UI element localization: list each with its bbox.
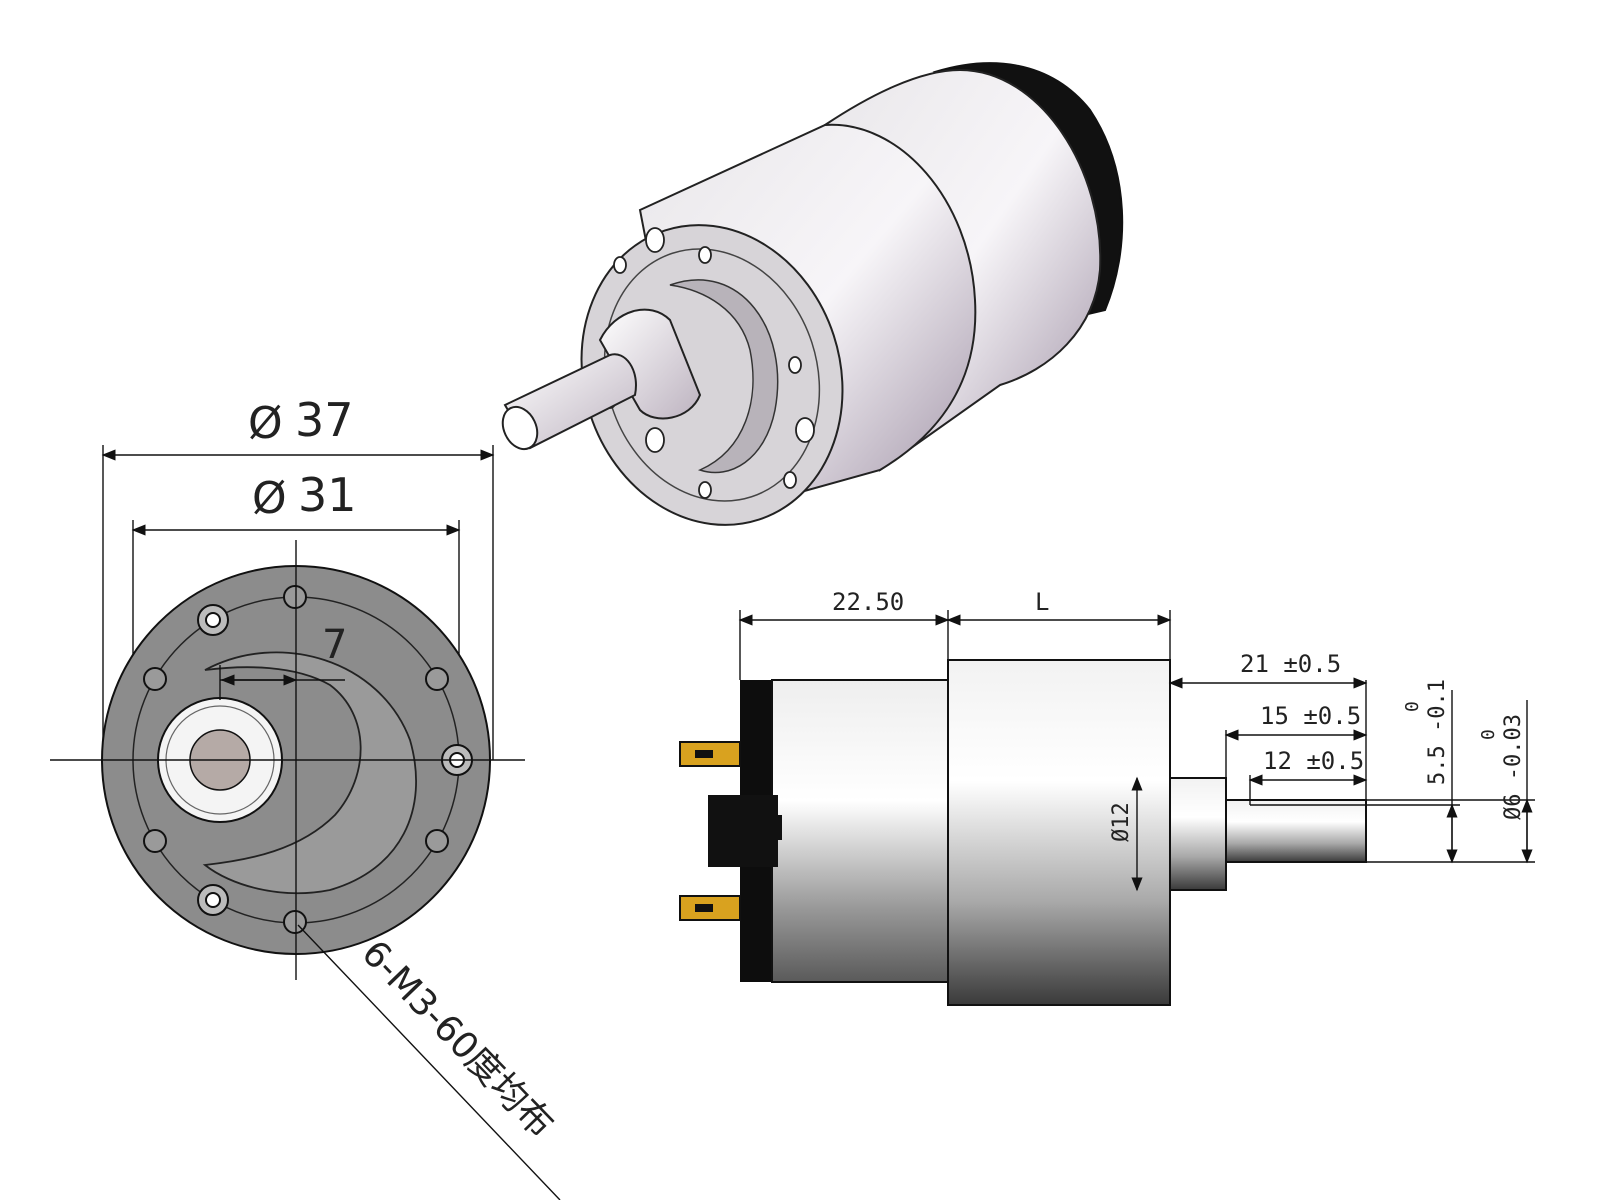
terminal-icon xyxy=(679,741,782,921)
dim-diameter-symbol-31: Ø xyxy=(252,473,287,524)
iso-shaft-boss xyxy=(598,308,702,420)
dim-flat-dimension-upper: 0 xyxy=(1402,701,1423,712)
front-view: Ø 37 Ø 31 xyxy=(50,393,561,1200)
dim-shaft-length-2: 15 ±0.5 xyxy=(1260,702,1361,730)
dim-outer-diameter: 37 xyxy=(295,393,354,447)
dim-boss-diameter: Ø12 xyxy=(1109,802,1134,842)
iso-shaft xyxy=(503,353,637,450)
dim-motor-length: L xyxy=(1035,588,1049,616)
dim-flat-dimension: 5.5 -0.1 xyxy=(1425,679,1450,785)
screw-hole-icon xyxy=(143,585,473,934)
isometric-view xyxy=(501,62,1124,526)
dim-gearbox-length: 22.50 xyxy=(832,588,904,616)
iso-crescent xyxy=(669,279,779,474)
dim-shaft-diameter: Ø6 -0.03 xyxy=(1501,714,1526,820)
mounting-hole-note: 6-M3-60度均布 xyxy=(354,933,562,1146)
dim-shaft-offset: 7 xyxy=(322,622,347,668)
front-crescent xyxy=(202,651,417,895)
dim-shaft-length: 21 ±0.5 xyxy=(1240,650,1341,678)
side-shaft xyxy=(1225,799,1367,863)
side-motor-can xyxy=(771,679,949,983)
dim-pitch-diameter: 31 xyxy=(298,468,357,522)
dim-flat-length: 12 ±0.5 xyxy=(1263,747,1364,775)
dim-diameter-symbol-37: Ø xyxy=(248,398,283,449)
side-shaft-boss xyxy=(1169,777,1227,891)
dim-shaft-diameter-upper: 0 xyxy=(1478,729,1499,740)
side-view: 22.50 L Ø12 21 ±0.5 15 ±0.5 xyxy=(679,588,1535,1006)
